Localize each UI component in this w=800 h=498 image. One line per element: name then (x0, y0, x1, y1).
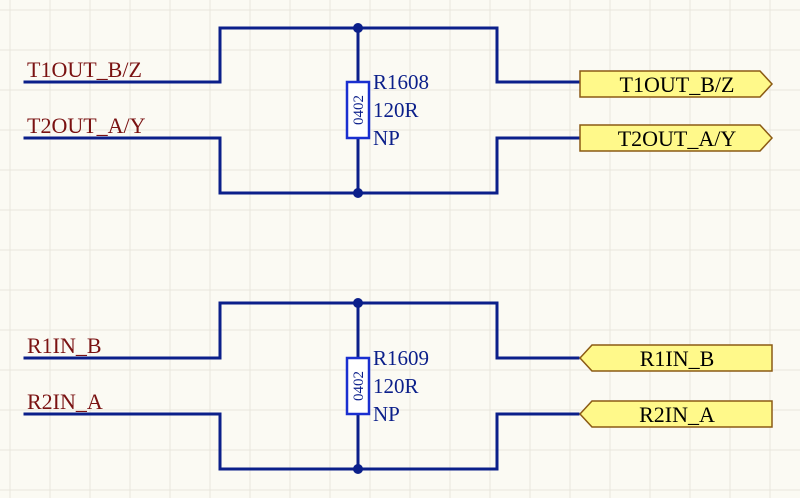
port-shape-input[interactable] (578, 344, 773, 372)
resistor-body[interactable] (345, 356, 371, 416)
resistor-package-label: 0402 (351, 95, 367, 125)
resistor-r1609[interactable]: 0402 (345, 356, 371, 416)
junction-dot (353, 464, 363, 474)
port-r1in[interactable]: R1IN_B (578, 344, 773, 372)
wire-top-bus-t1out[interactable] (218, 26, 580, 84)
circuit-top: T1OUT_B/Z T2OUT_A/Y 0402 R1608 120R NP T… (23, 23, 774, 198)
junction-dot (353, 298, 363, 308)
net-label-r1in: R1IN_B (27, 333, 102, 358)
resistor-body[interactable] (345, 80, 371, 140)
port-label: T1OUT_B/Z (620, 72, 735, 97)
port-t1out[interactable]: T1OUT_B/Z (579, 70, 774, 98)
resistor-r1608[interactable]: 0402 (345, 80, 371, 140)
resistor-note: NP (373, 126, 400, 150)
net-label-r2in: R2IN_A (27, 389, 103, 414)
port-label: R2IN_A (639, 402, 715, 427)
resistor-designator: R1608 (373, 70, 429, 94)
resistor-value: 120R (373, 98, 419, 122)
port-shape-input[interactable] (578, 400, 773, 428)
net-label-t1out: T1OUT_B/Z (27, 57, 142, 82)
resistor-package-label: 0402 (351, 371, 367, 401)
port-r2in[interactable]: R2IN_A (578, 400, 773, 428)
circuit-bottom: R1IN_B R2IN_A 0402 R1609 120R NP R1IN_B … (23, 298, 773, 474)
port-shape-output[interactable] (579, 124, 774, 152)
junction-dot (353, 188, 363, 198)
port-shape-output[interactable] (579, 70, 774, 98)
wire-top-bus-r1in[interactable] (218, 301, 580, 360)
resistor-note: NP (373, 402, 400, 426)
resistor-designator: R1609 (373, 346, 429, 370)
port-label: R1IN_B (640, 346, 715, 371)
wire-bottom-bus-t2out[interactable] (218, 136, 580, 195)
port-label: T2OUT_A/Y (618, 126, 737, 151)
net-label-t2out: T2OUT_A/Y (27, 113, 146, 138)
junction-dot (353, 23, 363, 33)
resistor-value: 120R (373, 374, 419, 398)
port-t2out[interactable]: T2OUT_A/Y (579, 124, 774, 152)
wire-bottom-bus-r2in[interactable] (218, 412, 580, 471)
